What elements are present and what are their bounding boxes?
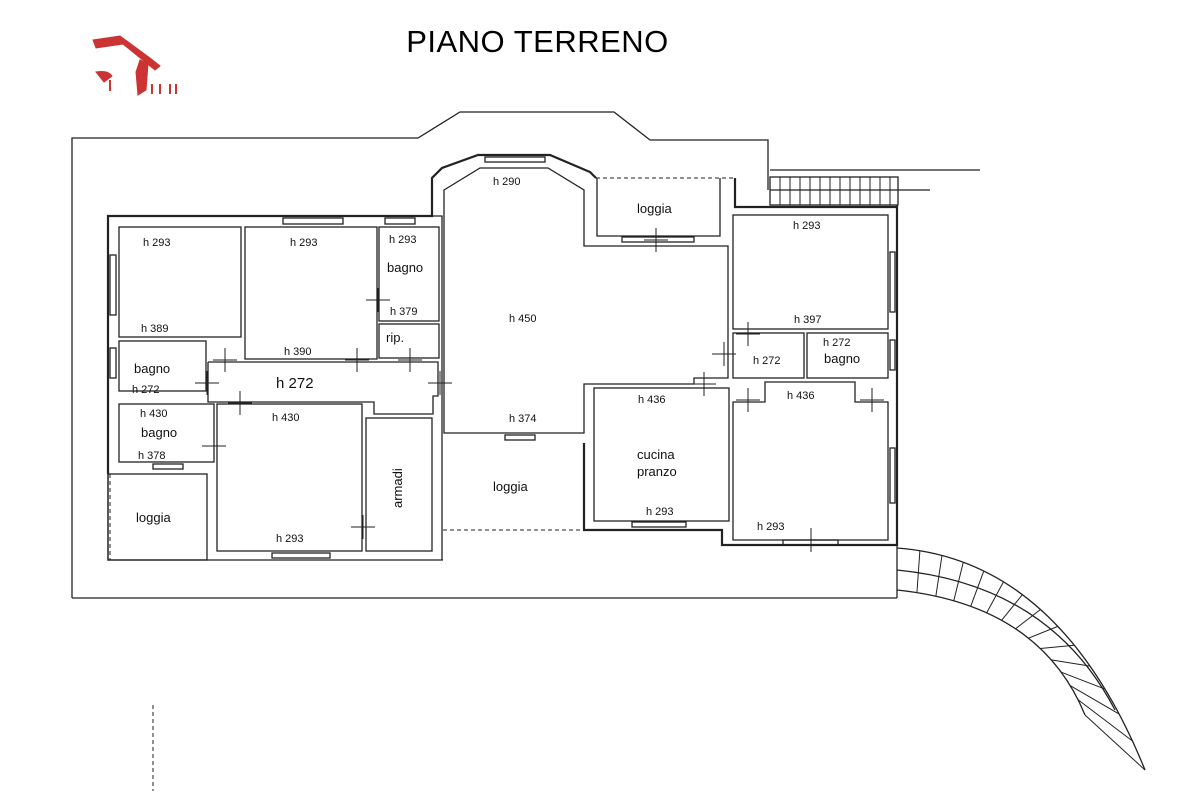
label-h: h 379 xyxy=(390,306,418,318)
label-h: h 293 xyxy=(793,220,821,232)
living-room xyxy=(443,167,729,434)
label-h: h 389 xyxy=(141,323,169,335)
stair-step xyxy=(1051,659,1091,667)
stairs-top-right xyxy=(769,169,980,206)
label-h: h 293 xyxy=(143,237,171,249)
label-h: h 272 xyxy=(823,337,851,349)
stair-step xyxy=(970,570,985,607)
room-name: cucina xyxy=(637,447,675,462)
room-name: bagno xyxy=(824,351,860,366)
kitchen xyxy=(593,387,730,522)
closets xyxy=(365,417,433,552)
label-h: h 436 xyxy=(638,394,666,406)
plan-title: PIANO TERRENO xyxy=(406,24,669,59)
room-name: bagno xyxy=(141,425,177,440)
stair-step xyxy=(1069,685,1120,715)
label-h: h 290 xyxy=(493,176,521,188)
label-h: h 293 xyxy=(757,521,785,533)
bathroom-middle xyxy=(118,403,215,463)
label-h: h 378 xyxy=(138,450,166,462)
windows xyxy=(109,156,896,559)
stair-step xyxy=(935,555,943,597)
stair-step xyxy=(1015,609,1041,630)
storage-room xyxy=(378,323,440,359)
label-h: h 397 xyxy=(794,314,822,326)
bathroom-top xyxy=(378,226,440,322)
label-h: h 430 xyxy=(140,408,168,420)
corridor xyxy=(207,361,439,415)
label-h: h 436 xyxy=(787,390,815,402)
company-logo xyxy=(92,35,177,96)
label-h: h 272 xyxy=(753,355,781,367)
label-h: h 390 xyxy=(284,346,312,358)
bedroom-1 xyxy=(118,226,242,338)
room-name: loggia xyxy=(136,510,171,525)
door-markers xyxy=(195,228,884,552)
stair-step xyxy=(953,562,964,601)
stairs-curved xyxy=(896,547,1146,771)
room-name: bagno xyxy=(387,260,423,275)
label-h: h 450 xyxy=(509,313,537,325)
stair-step xyxy=(1028,625,1059,639)
stair-step xyxy=(1061,671,1106,690)
loggia-left xyxy=(107,473,208,561)
stair-step xyxy=(916,550,921,593)
room-name: loggia xyxy=(493,479,528,494)
label-h: h 272 xyxy=(132,384,160,396)
room-name: rip. xyxy=(386,330,404,345)
stair-step xyxy=(1001,594,1023,621)
room-name: loggia xyxy=(637,201,672,216)
bedroom-3 xyxy=(216,403,363,552)
loggia-top xyxy=(596,178,721,237)
room-name: armadi xyxy=(390,468,405,508)
bathroom-left xyxy=(118,340,207,392)
bedroom-2 xyxy=(244,226,378,360)
bedroom-right-top xyxy=(732,214,889,330)
label-h: h 374 xyxy=(509,413,537,425)
bedroom-right-bottom xyxy=(732,381,889,541)
room-name: pranzo xyxy=(637,464,677,479)
stair-step xyxy=(986,581,1004,614)
hall-right xyxy=(732,332,805,379)
site-boundary xyxy=(71,111,769,598)
label-h: h 430 xyxy=(272,412,300,424)
room-name: bagno xyxy=(134,361,170,376)
label-h: h 293 xyxy=(290,237,318,249)
stair-step xyxy=(1084,714,1146,771)
stair-step xyxy=(1077,699,1133,742)
bathroom-right xyxy=(806,332,889,379)
label-h: h 293 xyxy=(389,234,417,246)
stair-step xyxy=(1040,644,1075,650)
label-h: h 272 xyxy=(276,375,314,392)
label-h: h 293 xyxy=(276,533,304,545)
label-h: h 293 xyxy=(646,506,674,518)
